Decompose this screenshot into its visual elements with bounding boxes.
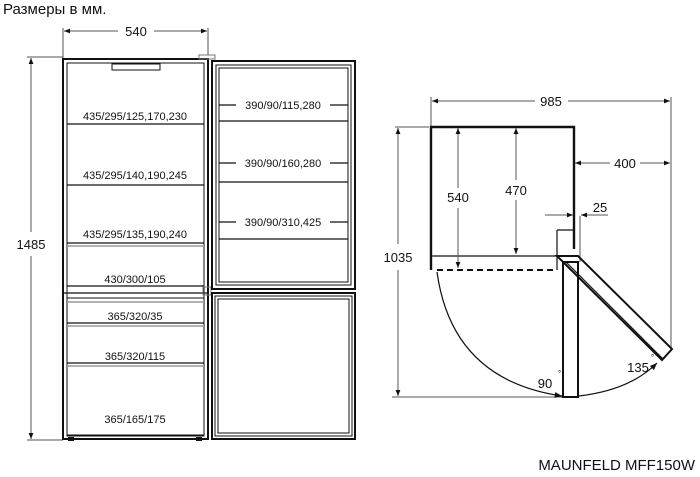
drawer-label: 365/320/35 bbox=[107, 311, 162, 323]
front-view: 540 1485 435/295/125,170,230 435/295/140… bbox=[17, 24, 356, 441]
top-view: 985 400 540 470 25 1035 bbox=[384, 94, 674, 398]
model-name: MAUNFELD MFF150W bbox=[538, 457, 696, 474]
gap-dimension: 25 bbox=[593, 200, 607, 215]
shelf-label: 435/295/135,190,240 bbox=[83, 229, 187, 241]
diagram-title: Размеры в мм. bbox=[3, 1, 106, 18]
degree-symbol: ° bbox=[558, 369, 561, 378]
open-depth-dimension: 1035 bbox=[384, 250, 413, 265]
drawer-label: 365/320/115 bbox=[105, 351, 165, 363]
drawer-label: 365/165/175 bbox=[104, 414, 165, 426]
shelf-label: 435/295/125,170,230 bbox=[83, 111, 187, 123]
height-dimension: 1485 bbox=[17, 237, 46, 252]
total-depth-dimension: 985 bbox=[540, 94, 562, 109]
shelf-label: 435/295/140,190,245 bbox=[83, 170, 187, 182]
door-shelf-label: 390/90/115,280 bbox=[245, 100, 321, 112]
angle-135-label: 135 bbox=[627, 360, 649, 375]
door-shelf-label: 390/90/310,425 bbox=[245, 217, 321, 229]
degree-symbol: ° bbox=[651, 353, 654, 362]
angle-90-label: 90 bbox=[538, 376, 552, 391]
inner-depth-dimension: 470 bbox=[505, 183, 527, 198]
depth-dimension: 540 bbox=[447, 190, 469, 205]
door-swing-dimension: 400 bbox=[614, 156, 636, 171]
shelf-label: 430/300/105 bbox=[104, 274, 165, 286]
width-dimension: 540 bbox=[125, 24, 147, 39]
door-shelf-label: 390/90/160,280 bbox=[245, 158, 321, 170]
